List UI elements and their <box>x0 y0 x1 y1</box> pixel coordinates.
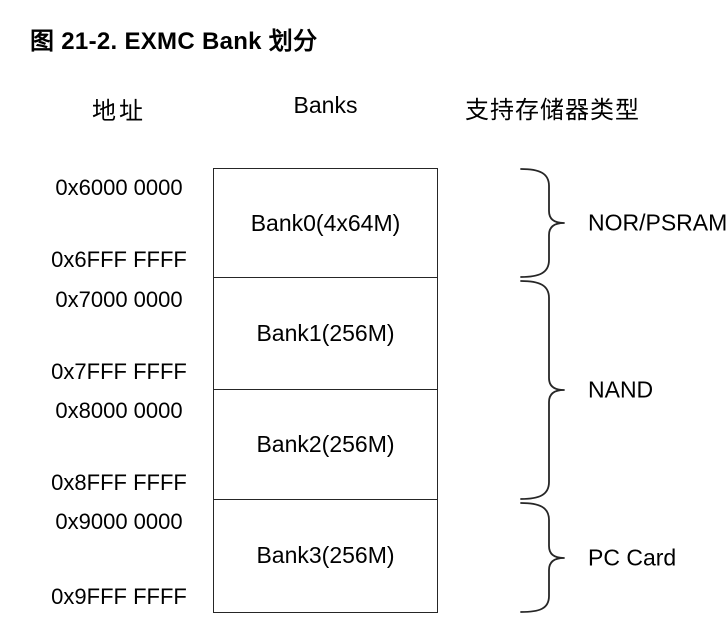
address-label-bank2-end: 0x8FFF FFFF <box>51 470 187 495</box>
column-header-banks: Banks <box>293 92 358 118</box>
bank-row-bank1: Bank1(256M) <box>214 278 437 390</box>
bank-row-bank2: Bank2(256M) <box>214 390 437 500</box>
address-label-bank3-end: 0x9FFF FFFF <box>51 584 187 609</box>
column-header-address: 地址 <box>92 97 146 125</box>
bank-label-bank3: Bank3(256M) <box>256 542 395 569</box>
figure-title: 图 21-2. EXMC Bank 划分 <box>30 28 318 55</box>
address-label-bank3-start: 0x9000 0000 <box>55 509 183 534</box>
column-header-memory-type: 支持存储器类型 <box>465 96 640 124</box>
address-label-bank1-end: 0x7FFF FFFF <box>51 359 187 384</box>
bank-label-bank2: Bank2(256M) <box>256 430 395 457</box>
brace-nand <box>520 280 565 500</box>
brace-pc-card <box>520 502 565 613</box>
address-label-bank1-start: 0x7000 0000 <box>55 287 183 312</box>
address-label-bank2-start: 0x8000 0000 <box>55 398 183 423</box>
memory-type-label-pc-card: PC Card <box>588 544 677 571</box>
brace-nor-psram <box>520 168 565 278</box>
bank-label-bank0: Bank0(4x64M) <box>250 209 401 236</box>
memory-type-label-nor-psram: NOR/PSRAM <box>588 209 728 236</box>
memory-type-label-nand: NAND <box>588 376 654 403</box>
bank-row-bank0: Bank0(4x64M) <box>214 169 437 279</box>
bank-label-bank1: Bank1(256M) <box>256 319 395 346</box>
address-label-bank0-end: 0x6FFF FFFF <box>51 247 187 272</box>
address-label-bank0-start: 0x6000 0000 <box>55 175 183 200</box>
bank-box: Bank0(4x64M) Bank1(256M) Bank2(256M) Ban… <box>213 168 438 613</box>
bank-row-bank3: Bank3(256M) <box>214 500 437 612</box>
